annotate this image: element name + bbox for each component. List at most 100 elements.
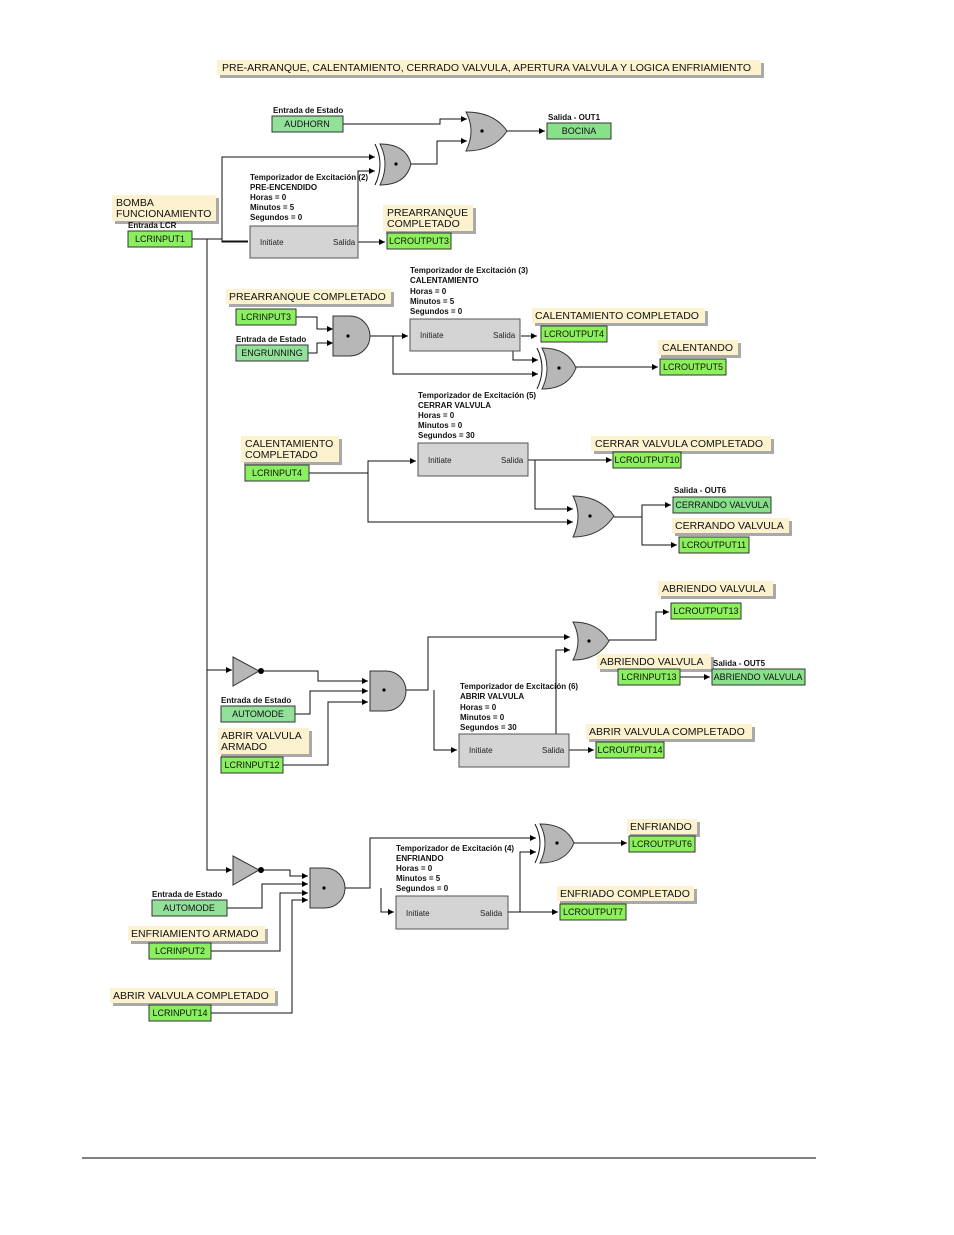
svg-text:Temporizador de Excitación (3): Temporizador de Excitación (3) [410,266,528,275]
svg-text:Segundos = 30: Segundos = 30 [418,431,475,440]
svg-text:Initiate: Initiate [469,746,493,755]
svg-text:Minutos = 0: Minutos = 0 [460,713,505,722]
note-calentando: CALENTANDO [658,340,741,358]
io-lcrinput13: LCRINPUT13 [617,668,681,686]
svg-text:Salida - OUT6: Salida - OUT6 [674,486,727,495]
svg-text:ABRIENDO VALVULA: ABRIENDO VALVULA [600,656,703,668]
timer-cerrar-valvula: Temporizador de Excitación (5) CERRAR VA… [417,391,536,477]
svg-text:CERRAR VALVULA: CERRAR VALVULA [418,401,491,410]
svg-text:BOMBA: BOMBA [116,197,154,209]
or-gate-cerrando [572,495,615,538]
svg-text:Entrada de Estado: Entrada de Estado [221,696,291,705]
not-gate-enfriamiento [232,855,264,886]
svg-text:ABRIR VALVULA COMPLETADO: ABRIR VALVULA COMPLETADO [113,990,269,1002]
xor-gate-prearranque [374,143,412,186]
svg-text:LCRINPUT2: LCRINPUT2 [155,946,205,956]
svg-text:LCROUTPUT6: LCROUTPUT6 [632,839,692,849]
svg-text:LCRINPUT1: LCRINPUT1 [135,234,185,244]
svg-text:Segundos = 0: Segundos = 0 [250,213,303,222]
svg-text:Horas = 0: Horas = 0 [418,411,455,420]
svg-text:ENFRIANDO: ENFRIANDO [630,821,692,833]
svg-text:CERRAR VALVULA COMPLETADO: CERRAR VALVULA COMPLETADO [595,438,763,450]
svg-text:Temporizador de Excitación (6): Temporizador de Excitación (6) [460,682,578,691]
svg-text:CALENTAMIENTO: CALENTAMIENTO [410,276,479,285]
timer-enfriando: Temporizador de Excitación (4) ENFRIANDO… [395,844,514,930]
svg-text:Temporizador de Excitación (2): Temporizador de Excitación (2) [250,173,368,182]
svg-text:ABRIR VALVULA: ABRIR VALVULA [460,692,524,701]
note-calentamiento-completado-in: CALENTAMIENTO COMPLETADO [241,436,342,465]
svg-text:Salida - OUT1: Salida - OUT1 [548,113,601,122]
svg-text:Horas = 0: Horas = 0 [250,193,287,202]
svg-text:ENGRUNNING: ENGRUNNING [241,348,303,358]
io-lcroutput7: LCROUTPUT7 [559,903,627,921]
svg-text:CALENTAMIENTO: CALENTAMIENTO [245,438,333,450]
svg-text:AUDHORN: AUDHORN [284,119,330,129]
svg-text:CALENTANDO: CALENTANDO [662,342,733,354]
note-enfriando: ENFRIANDO [627,819,700,837]
svg-text:COMPLETADO: COMPLETADO [245,449,318,461]
note-abriendo-valvula-mid: ABRIENDO VALVULA [597,654,714,672]
io-engrunning: ENGRUNNING [235,344,309,362]
note-abrir-valvula-completado-out: ABRIR VALVULA COMPLETADO [586,724,755,742]
timer-pre-encendido: Temporizador de Excitación (2) PRE-ENCEN… [249,173,368,259]
svg-text:LCRINPUT4: LCRINPUT4 [252,468,302,478]
captions: Entrada de Estado Salida - OUT1 Entrada … [128,106,766,899]
note-calentamiento-completado-out: CALENTAMIENTO COMPLETADO [532,308,708,326]
io-lcroutput6: LCROUTPUT6 [628,835,696,853]
svg-text:Minutos = 5: Minutos = 5 [250,203,295,212]
svg-text:LCROUTPUT10: LCROUTPUT10 [614,455,679,465]
svg-text:LCROUTPUT13: LCROUTPUT13 [673,606,738,616]
svg-text:Entrada LCR: Entrada LCR [128,221,177,230]
svg-text:CERRANDO VALVULA: CERRANDO VALVULA [675,520,784,532]
svg-text:CALENTAMIENTO COMPLETADO: CALENTAMIENTO COMPLETADO [535,310,699,322]
or-gate-abriendo [572,621,610,661]
svg-text:Salida: Salida [480,909,503,918]
svg-text:Segundos = 30: Segundos = 30 [460,723,517,732]
svg-text:Minutos = 5: Minutos = 5 [396,874,441,883]
io-blocks: AUDHORN BOCINA LCRINPUT1 LCROUTPUT3 LCRI… [127,115,806,1022]
svg-text:CERRANDO VALVULA: CERRANDO VALVULA [675,500,768,510]
or-gate-bocina [465,111,508,152]
notes: BOMBA FUNCIONAMIENTO PREARRANQUE COMPLET… [110,195,792,1006]
not-gate-abrir [232,656,264,687]
svg-text:ARMADO: ARMADO [221,741,267,753]
svg-text:Horas = 0: Horas = 0 [396,864,433,873]
svg-text:AUTOMODE: AUTOMODE [163,903,215,913]
svg-text:Segundos = 0: Segundos = 0 [410,307,463,316]
note-enfriado-completado: ENFRIADO COMPLETADO [557,886,697,904]
svg-text:Salida: Salida [501,456,524,465]
io-automode-2: AUTOMODE [151,899,228,917]
svg-text:Minutos = 0: Minutos = 0 [418,421,463,430]
svg-text:Entrada de Estado: Entrada de Estado [152,890,222,899]
io-lcrinput4: LCRINPUT4 [244,464,310,482]
svg-text:PRE-ENCENDIDO: PRE-ENCENDIDO [250,183,317,192]
svg-text:Horas = 0: Horas = 0 [460,703,497,712]
svg-text:Salida: Salida [542,746,565,755]
svg-text:Horas = 0: Horas = 0 [410,287,447,296]
svg-text:PRE-ARRANQUE, CALENTAMIENTO, C: PRE-ARRANQUE, CALENTAMIENTO, CERRADO VAL… [222,62,751,74]
note-abriendo-valvula-top: ABRIENDO VALVULA [658,581,776,599]
note-cerrar-valvula-completado: CERRAR VALVULA COMPLETADO [591,436,774,454]
svg-text:Entrada de Estado: Entrada de Estado [273,106,343,115]
io-lcrinput2: LCRINPUT2 [148,942,212,960]
io-cerrando-valvula: CERRANDO VALVULA [672,496,772,514]
timer-abrir-valvula: Temporizador de Excitación (6) ABRIR VAL… [458,682,578,768]
io-lcroutput14: LCROUTPUT14 [595,741,665,759]
svg-text:COMPLETADO: COMPLETADO [387,218,460,230]
and-gate-calentamiento [332,315,371,357]
svg-text:LCRINPUT12: LCRINPUT12 [224,760,279,770]
io-lcrinput3: LCRINPUT3 [235,308,297,326]
gates [232,111,615,909]
svg-text:Salida: Salida [333,238,356,247]
io-automode-1: AUTOMODE [220,705,296,723]
and-gate-enfriamiento [309,867,346,909]
svg-text:PREARRANQUE: PREARRANQUE [387,207,468,219]
and-gate-abrir [369,670,407,712]
note-prearranque-completado-out: PREARRANQUE COMPLETADO [383,205,476,234]
svg-text:Temporizador de Excitación (4): Temporizador de Excitación (4) [396,844,514,853]
svg-text:Salida - OUT5: Salida - OUT5 [713,659,766,668]
svg-text:Segundos = 0: Segundos = 0 [396,884,449,893]
note-bomba-funcionamiento: BOMBA FUNCIONAMIENTO [112,195,219,224]
svg-text:LCROUTPUT14: LCROUTPUT14 [597,745,662,755]
